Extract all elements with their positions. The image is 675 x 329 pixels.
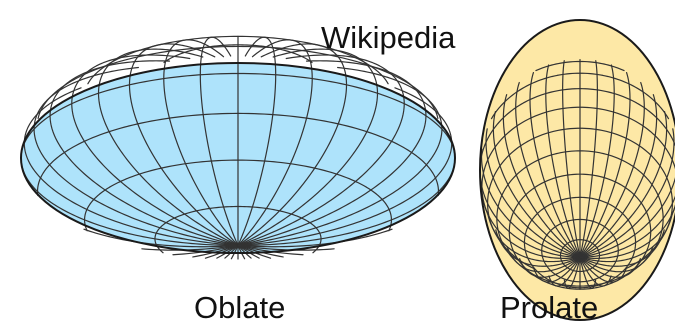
oblate-meridian-line — [237, 54, 405, 247]
oblate-meridian-line — [237, 48, 379, 247]
prolate-meridian-line — [563, 256, 581, 290]
oblate-meridian-line — [237, 39, 313, 247]
prolate-meridian-line — [515, 81, 581, 258]
oblate-meridian-line — [237, 228, 393, 248]
prolate-outline — [479, 19, 675, 321]
prolate-meridian-line — [492, 110, 581, 258]
prolate-meridian-line — [579, 195, 675, 258]
oblate-meridian-line — [237, 66, 443, 247]
oblate-meridian-line — [237, 36, 277, 247]
prolate-meridian-line — [579, 256, 612, 287]
prolate-meridian-line — [479, 169, 581, 258]
prolate-label: Prolate — [500, 290, 599, 325]
prolate-meridian-line — [579, 72, 631, 258]
prolate-meridian-line — [545, 64, 581, 258]
prolate-meridian-line — [579, 212, 674, 263]
prolate-meridian-line — [579, 128, 675, 258]
oblate-meridian-line — [199, 36, 239, 247]
prolate-meridian-line — [579, 177, 675, 258]
prolate-meridian-line — [480, 148, 581, 258]
prolate-spheroid — [479, 19, 675, 321]
oblate-meridian-line — [237, 157, 456, 247]
prolate-meridian-line — [502, 94, 581, 258]
oblate-meridian-line — [83, 228, 239, 248]
prolate-meridian-line — [579, 94, 658, 258]
oblate-meridian-line — [49, 60, 239, 247]
prolate-meridian-line — [533, 256, 581, 283]
oblate-meridian-line — [237, 43, 348, 247]
prolate-meridian-line — [519, 256, 581, 278]
prolate-meridian-line — [529, 72, 581, 258]
oblate-meridian-line — [71, 54, 239, 247]
prolate-meridian-line — [579, 246, 654, 273]
prolate-meridian-line — [579, 81, 645, 258]
oblate-meridian-line — [23, 87, 239, 247]
oblate-meridian-line — [237, 60, 427, 247]
prolate-meridian-line — [562, 60, 581, 258]
prolate-meridian-line — [579, 60, 598, 258]
prolate-meridian-line — [485, 128, 581, 258]
oblate-meridian-line — [20, 157, 239, 247]
oblate-outline — [20, 62, 456, 254]
prolate-meridian-line — [579, 229, 665, 267]
prolate-meridian-line — [548, 256, 581, 287]
wikipedia-watermark: Wikipedia — [321, 20, 456, 55]
prolate-meridian-line — [486, 212, 581, 263]
oblate-meridian-line — [128, 43, 239, 247]
prolate-meridian-line — [579, 204, 675, 259]
oblate-meridian-line — [33, 66, 239, 247]
oblate-meridian-line — [163, 39, 239, 247]
prolate-meridian-line — [495, 229, 581, 267]
oblate-label: Oblate — [194, 290, 286, 325]
prolate-meridian-line — [579, 64, 615, 258]
prolate-meridian-line — [579, 110, 668, 258]
oblate-meridian-line — [97, 48, 239, 247]
oblate-spheroid — [20, 35, 456, 260]
prolate-meridian-line — [579, 256, 597, 290]
